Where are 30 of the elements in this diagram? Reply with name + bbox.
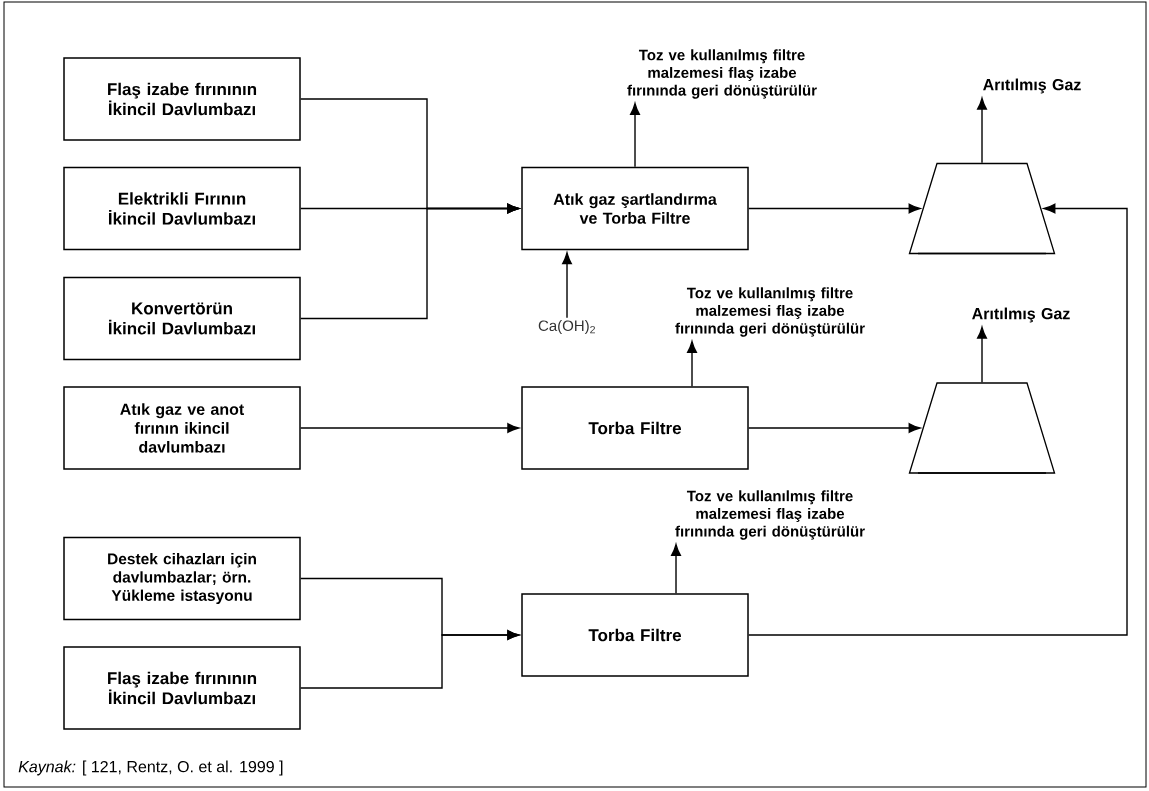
source-note: Kaynak: [ 121, Rentz, O. et al. 1999 ] [18, 760, 283, 776]
arrow [630, 103, 640, 168]
filter-box: Torba Filtre [521, 386, 749, 470]
outlet-label: Arıtılmış Gaz [972, 307, 1070, 323]
reagent-label: Ca(OH)$_{2}$ [538, 320, 595, 334]
source-box: Flaş izabe fırınının İkincil Davlumbazı [63, 646, 301, 730]
arrow [687, 341, 697, 387]
arrow [300, 423, 520, 433]
filter-box: Torba Filtre [521, 593, 749, 677]
arrow [977, 326, 987, 384]
arrow [977, 97, 987, 164]
source-box: Destek cihazları için davlumbazlar; örn. Yükleme istasyonu [63, 536, 301, 621]
arrow [671, 543, 681, 594]
arrow [748, 423, 921, 433]
source-box: Atık gaz ve anot fırının ikincil davlumbazı [63, 386, 301, 470]
source-box: Konvertörün İkincil Davlumbazı [63, 276, 301, 361]
arrow [748, 203, 1128, 636]
outlet-label: Arıtılmış Gaz [983, 78, 1081, 94]
arrow [300, 203, 520, 320]
stack-drawing [908, 382, 1056, 474]
source-box: Elektrikli Fırının İkincil Davlumbazı [63, 166, 301, 251]
stack-drawing [908, 162, 1056, 255]
source-box: Flaş izabe fırınının İkincil Davlumbazı [63, 57, 301, 141]
arrow [562, 252, 572, 319]
arrow [300, 630, 520, 689]
output-note: Toz ve kullanılmış filtre malzemesi flaş izabe fırınında geri dönüştürülür [675, 490, 865, 540]
arrow [748, 203, 921, 214]
output-note: Toz ve kullanılmış filtre malzemesi flaş izabe fırınında geri dönüştürülür [675, 287, 865, 337]
output-note: Toz ve kullanılmış filtre malzemesi flaş izabe fırınında geri dönüştürülür [627, 49, 817, 99]
filter-box: Atık gaz şartlandırma ve Torba Filtre [521, 166, 749, 251]
